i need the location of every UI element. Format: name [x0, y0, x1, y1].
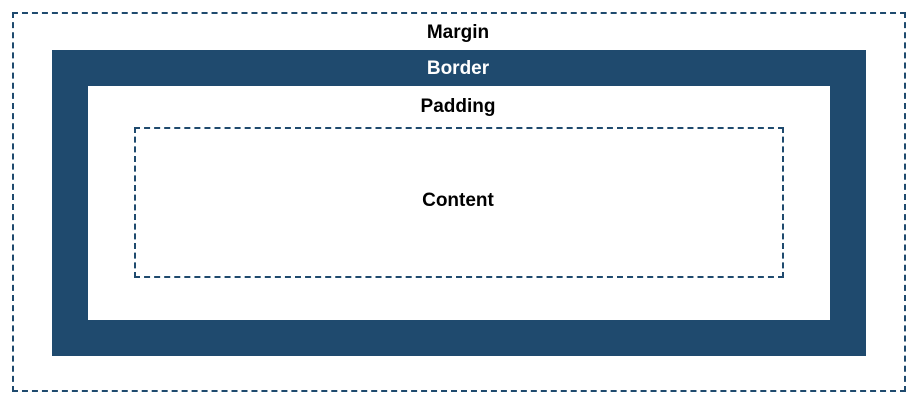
content-label: Content — [422, 190, 494, 211]
border-label: Border — [426, 58, 490, 79]
margin-box — [12, 12, 906, 392]
content-box — [134, 127, 784, 278]
padding-label: Padding — [420, 96, 496, 117]
margin-label: Margin — [426, 22, 490, 43]
